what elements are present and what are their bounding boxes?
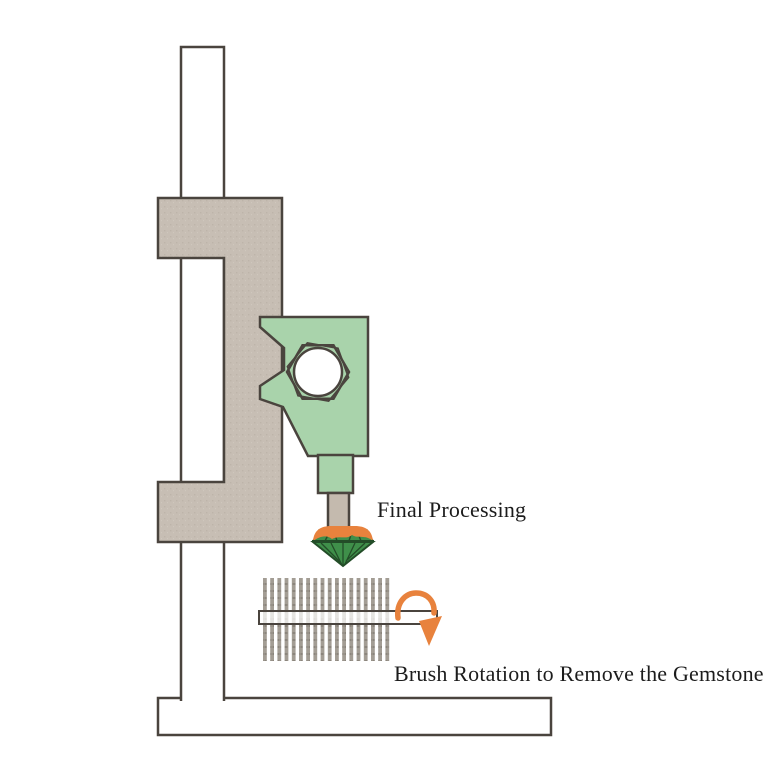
gemstone xyxy=(310,526,376,568)
rotation-arrow-arc xyxy=(395,590,437,621)
adhesive-wax xyxy=(313,526,373,541)
machine-base xyxy=(156,696,553,737)
hex-nut-chamfer-outline xyxy=(286,341,350,403)
carriage-bracket xyxy=(156,196,284,544)
rotation-arrow-head xyxy=(419,616,442,646)
support-column xyxy=(179,45,226,701)
hex-nut xyxy=(285,341,351,403)
brush-rotation-label: Brush Rotation to Remove the Gemstone xyxy=(394,661,764,686)
brush-shaft xyxy=(258,610,438,625)
final-processing-label: Final Processing xyxy=(377,497,527,522)
rotation-arrow xyxy=(395,590,442,646)
dop-stick xyxy=(326,491,351,532)
collet xyxy=(316,453,355,495)
nut-bore-circle xyxy=(292,346,344,398)
gem-pavilion-facets xyxy=(320,542,366,566)
